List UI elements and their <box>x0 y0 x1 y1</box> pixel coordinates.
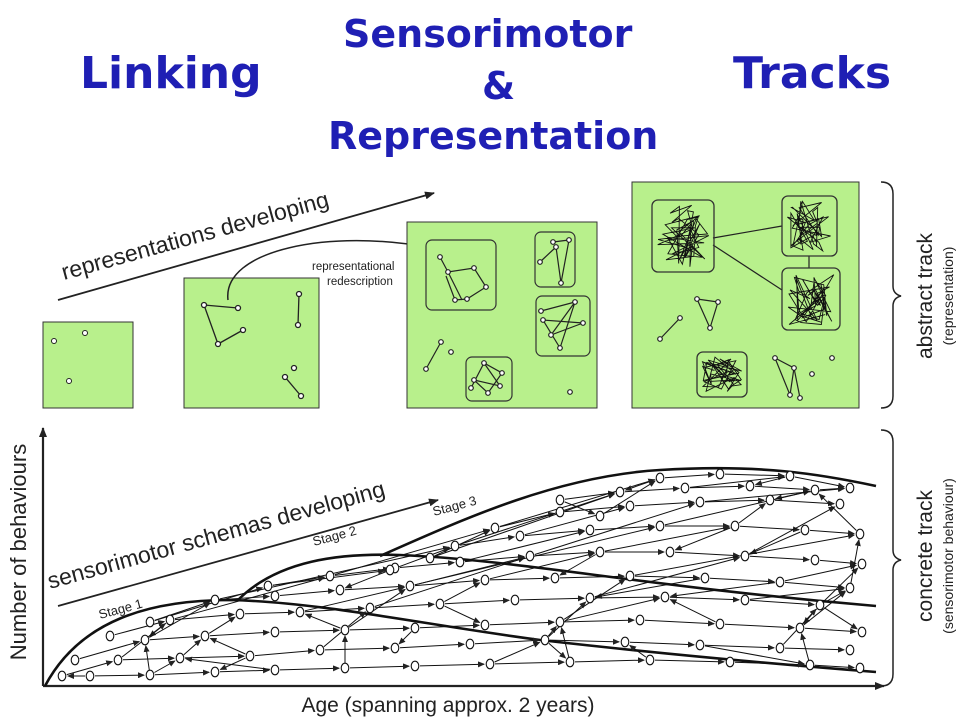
representations-developing-label: representations developing <box>58 186 331 285</box>
title-sensorimotor: Sensorimotor <box>343 12 633 56</box>
stage-2-curve <box>237 553 877 608</box>
title-tracks: Tracks <box>733 48 892 99</box>
schemas-developing-arrow <box>57 498 439 607</box>
stage-2-label: Stage 2 <box>311 523 358 549</box>
redescription-arrow <box>227 239 433 301</box>
stage-curves <box>43 466 877 687</box>
stage-3-curve <box>379 466 877 558</box>
concrete-track-label: concrete track <box>914 490 937 622</box>
abstract-panel-2 <box>183 277 320 409</box>
concrete-track-sublabel: (sensorimotor behaviour) <box>940 478 956 634</box>
abstract-panel-4 <box>631 181 860 409</box>
redescription-label-2: redescription <box>327 276 393 288</box>
title-representation: Representation <box>328 114 659 158</box>
abstract-track-label: abstract track <box>914 232 937 359</box>
y-axis-label: Number of behaviours <box>6 444 31 660</box>
representations-developing-arrow <box>57 191 435 301</box>
x-axis-label: Age (spanning approx. 2 years) <box>301 694 594 717</box>
concrete-track-brace <box>880 429 902 687</box>
sensorimotor-network <box>57 468 867 682</box>
abstract-panel-1 <box>42 321 134 409</box>
abstract-track-brace <box>880 181 902 409</box>
stage-3-label: Stage 3 <box>431 493 478 519</box>
title-linking: Linking <box>80 48 262 99</box>
title-ampersand: & <box>482 64 516 108</box>
abstract-panel-3 <box>406 221 598 409</box>
stage-1-curve <box>43 598 877 687</box>
abstract-track-sublabel: (representation) <box>940 247 956 346</box>
redescription-label-1: representational <box>312 261 394 273</box>
